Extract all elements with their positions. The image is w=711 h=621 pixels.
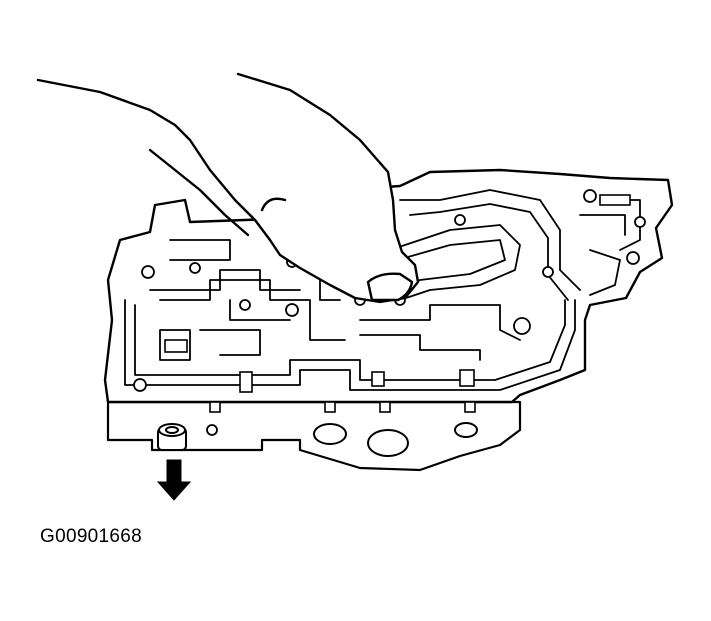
bolt-holes bbox=[133, 189, 646, 436]
front-bores bbox=[313, 422, 478, 457]
figure-id-label: G00901668 bbox=[40, 526, 143, 547]
ports bbox=[164, 194, 631, 413]
hand bbox=[36, 72, 420, 304]
down-arrow bbox=[156, 459, 192, 501]
fluid-passages bbox=[124, 189, 641, 391]
check-plug bbox=[157, 423, 187, 451]
